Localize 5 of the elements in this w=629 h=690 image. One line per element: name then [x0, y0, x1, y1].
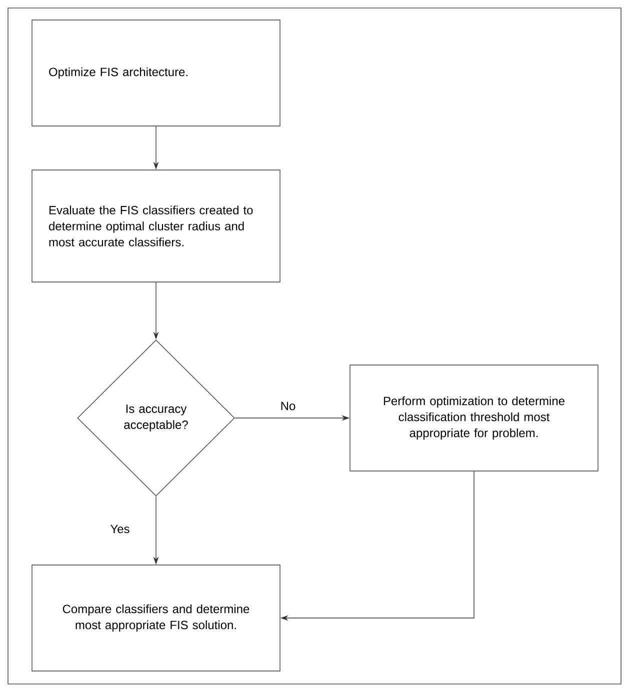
process-box: Evaluate the FIS classifiers created to determine optimal cluster radius and most accurate classifiers. [32, 170, 280, 282]
process-box: Optimize FIS architecture. [32, 20, 280, 126]
edge-label: Yes [109, 524, 131, 534]
process-box: Perform optimization to determine classification threshold most appropriate for problem. [350, 364, 598, 472]
process-box: Compare classifiers and determine most appropriate FIS solution. [32, 564, 280, 672]
